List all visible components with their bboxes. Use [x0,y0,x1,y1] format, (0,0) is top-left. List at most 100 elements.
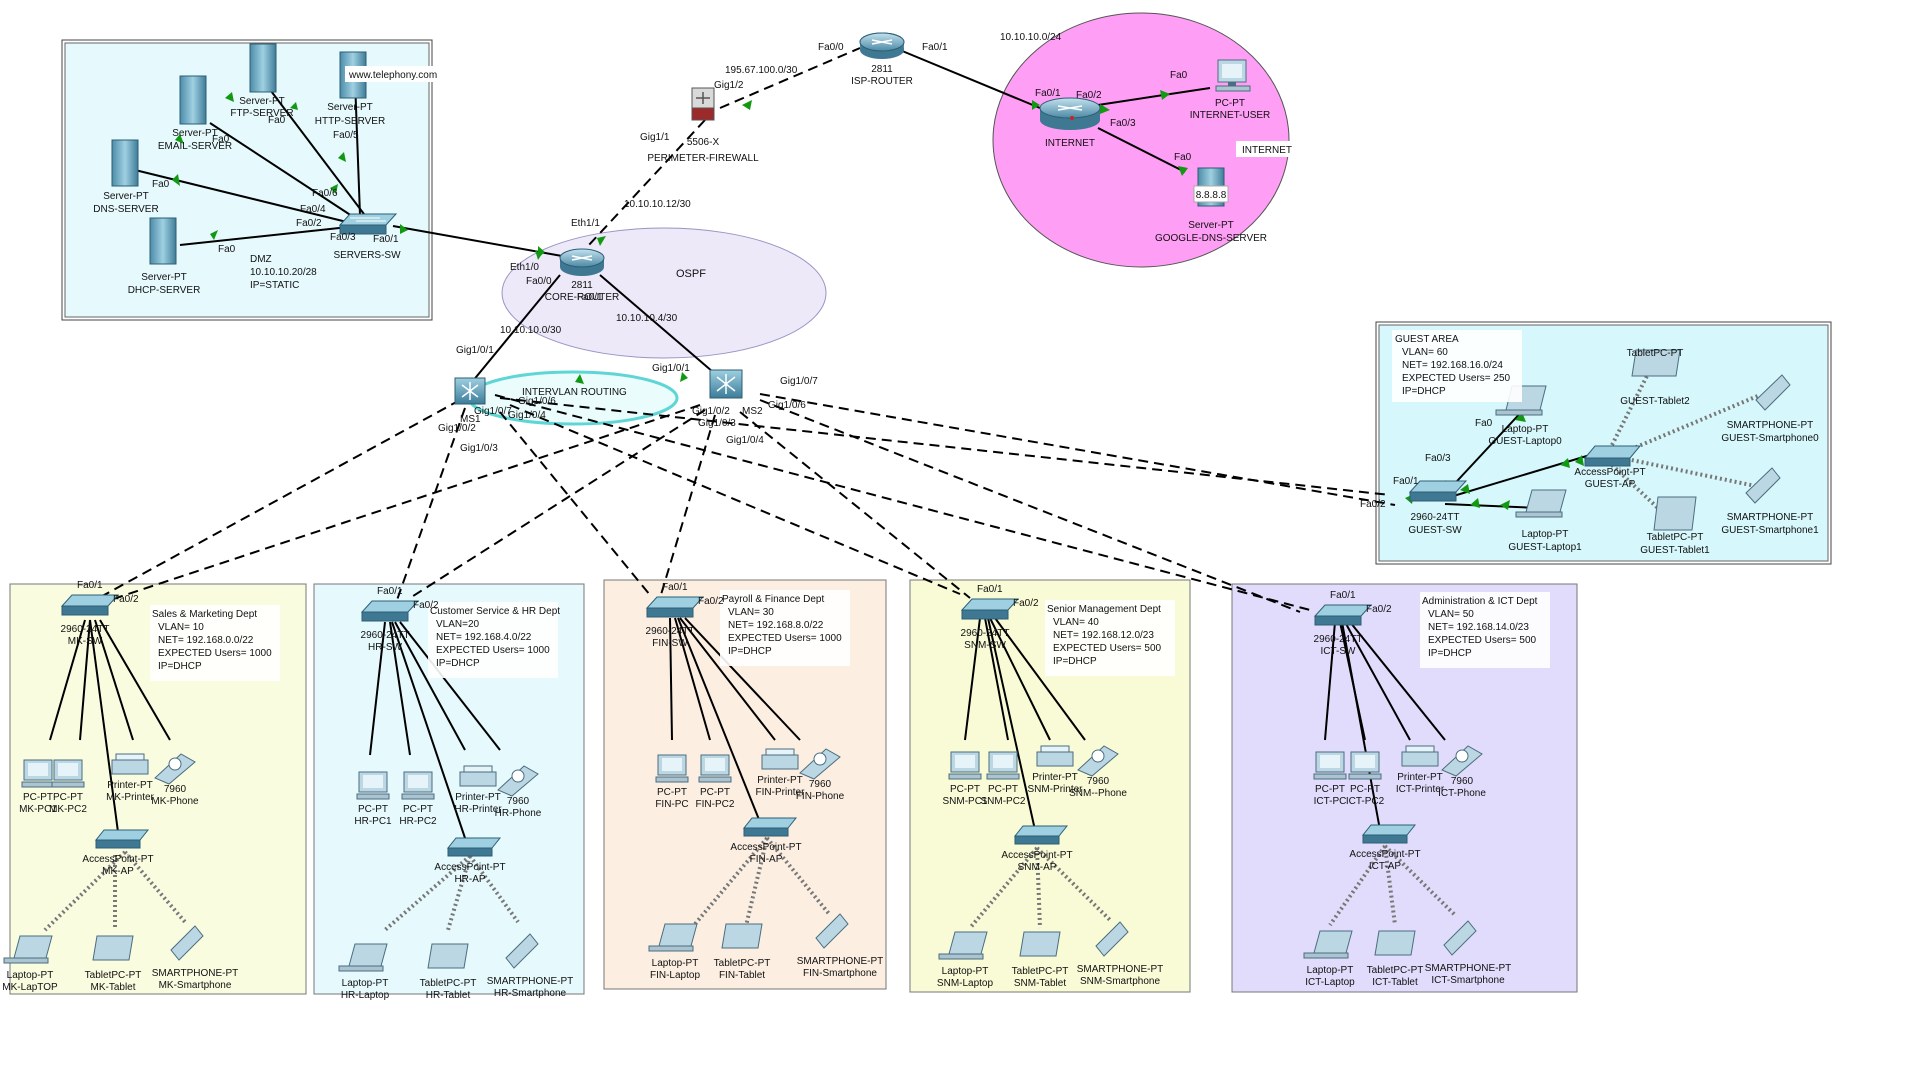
guest-laptop0-model: Laptop-PT [1502,424,1549,435]
ict-note-bg [1420,592,1550,668]
hr-tablet-icon[interactable] [427,943,469,969]
ftp-server-icon[interactable] [249,43,277,93]
ict-pc2-icon[interactable] [1348,751,1382,780]
snm-fa02-label: Fa0/2 [1013,598,1039,609]
fin-pc1-icon[interactable] [655,754,689,783]
guest-laptop1-icon[interactable] [1515,489,1567,518]
ict-smartphone-icon[interactable] [1443,920,1477,956]
snm-access-point-icon[interactable] [1013,825,1069,845]
dns-server-icon[interactable] [111,139,139,187]
isp-router-icon[interactable] [859,32,905,59]
mk-smartphone-icon[interactable] [170,925,204,961]
core-router-icon[interactable] [559,248,605,276]
guest-tablet2-name: GUEST-Tablet2 [1620,396,1690,407]
mk-note-bg [150,605,280,681]
hr-pc2-icon[interactable] [401,771,435,800]
hr-ip-phone-icon[interactable] [497,765,539,797]
snm-smartphone-icon[interactable] [1095,921,1129,957]
guest-tablet2-icon[interactable] [1631,349,1681,377]
hr-laptop-model: Laptop-PT [342,978,389,989]
snm-laptop-icon[interactable] [938,931,988,960]
hr-pc1-icon[interactable] [356,771,390,800]
snm-switch-model: 2960-24TT [961,628,1010,639]
hr-laptop-icon[interactable] [338,943,388,972]
mk-access-point-icon[interactable] [94,829,150,849]
hr-printer-icon[interactable] [459,765,497,787]
dhcp-fa0-label: Fa0 [218,244,236,255]
fin-printer-icon[interactable] [761,748,799,770]
ospf-label: OSPF [676,268,706,280]
snm-ip-phone-icon[interactable] [1077,745,1119,777]
ms1-gig01-label: Gig1/0/1 [456,345,494,356]
mk-note-line: NET= 192.168.0.0/22 [158,635,254,646]
mk-printer-icon[interactable] [111,753,149,775]
fin-smartphone-icon[interactable] [815,913,849,949]
ms2-gig02-label: Gig1/0/2 [692,406,730,417]
ict-pc1-model: PC-PT [1315,784,1345,795]
fin-tablet-icon[interactable] [721,923,763,949]
snm-pc1-icon[interactable] [948,751,982,780]
guest-access-point-icon[interactable] [1583,445,1642,467]
google-dns-server-icon[interactable]: 8.8.8.8 [1193,167,1229,207]
snm-smartphone-model: SMARTPHONE-PT [1077,964,1164,975]
internet-user-pc-icon[interactable] [1215,59,1251,92]
ict-pc1-icon[interactable] [1313,751,1347,780]
fin-pc2-icon[interactable] [698,754,732,783]
snm-tablet-icon[interactable] [1019,931,1061,957]
ict-ip-phone-icon[interactable] [1441,745,1483,777]
fin-laptop-icon[interactable] [648,923,698,952]
snm-pc2-icon[interactable] [986,751,1020,780]
fin-ip-phone-icon[interactable] [799,748,841,780]
ict-printer-icon[interactable] [1401,745,1439,767]
guest-tablet1-icon[interactable] [1653,496,1697,531]
ict-note-line: EXPECTED Users= 500 [1428,635,1537,646]
hr-smartphone-icon[interactable] [505,933,539,969]
mk-laptop-icon[interactable] [3,935,53,964]
isp-fw-net-label: 195.67.100.0/30 [725,65,798,76]
hr-access-point-icon[interactable] [446,837,502,857]
ms1-gig07-label: Gig1/0/7 [474,406,512,417]
snm-switch-icon[interactable] [960,598,1020,620]
ict-access-point-icon[interactable] [1361,824,1417,844]
dhcp-server-icon[interactable] [149,217,177,265]
mk-smartphone-model: SMARTPHONE-PT [152,968,239,979]
email-server-icon[interactable] [179,75,207,125]
multilayer-switch-2-icon[interactable] [709,369,743,399]
fin-tablet-model: TabletPC-PT [714,958,771,969]
inet-fa03-label: Fa0/3 [1110,118,1136,129]
internet-router-icon[interactable] [1039,97,1101,130]
ict-laptop-icon[interactable] [1303,930,1353,959]
ict-ap-name: ICT-AP [1369,861,1402,872]
guest-smartphone0-icon[interactable] [1755,374,1791,411]
mk-switch-icon[interactable] [60,594,120,616]
ict-tablet-icon[interactable] [1374,930,1416,956]
area-labels: DMZ 10.10.10.20/28 IP=STATIC www.telepho… [250,32,1522,402]
hr-pc1-model: PC-PT [358,804,388,815]
isp-router-name: ISP-ROUTER [851,76,913,87]
srv-fa02-label: Fa0/2 [296,218,322,229]
ict-switch-icon[interactable] [1313,604,1373,626]
guest-switch-icon[interactable] [1408,480,1468,502]
http-server-model: Server-PT [327,102,373,113]
hr-switch-icon[interactable] [360,600,420,622]
ict-smartphone-name: ICT-Smartphone [1431,975,1505,986]
internet-user-fa0-label: Fa0 [1170,70,1188,81]
mk-pc1-icon[interactable] [21,759,55,788]
guest-net: NET= 192.168.16.0/24 [1402,360,1503,371]
ms2-gig03-label: Gig1/0/3 [698,418,736,429]
multilayer-switch-1-icon[interactable] [454,377,486,405]
dhcp-server-name: DHCP-SERVER [128,285,201,296]
guest-smartphone1-icon[interactable] [1745,467,1781,504]
mk-tablet-icon[interactable] [92,935,134,961]
firewall-icon[interactable] [691,87,715,121]
snm-printer-icon[interactable] [1036,745,1074,767]
fin-switch-icon[interactable] [645,596,705,618]
mk-pc2-icon[interactable] [51,759,85,788]
telephony-url[interactable]: www.telephony.com [348,70,437,81]
ms1-gig04-label: Gig1/0/4 [508,410,546,421]
mk-ip-phone-icon[interactable] [154,753,196,785]
servers-switch-icon[interactable] [338,213,398,235]
ms2-gig06-label: Gig1/0/6 [768,400,806,411]
interface-labels: Fa0/0 Fa0/1 195.67.100.0/30 Gig1/2 Gig1/… [152,42,1493,510]
fin-access-point-icon[interactable] [742,817,798,837]
